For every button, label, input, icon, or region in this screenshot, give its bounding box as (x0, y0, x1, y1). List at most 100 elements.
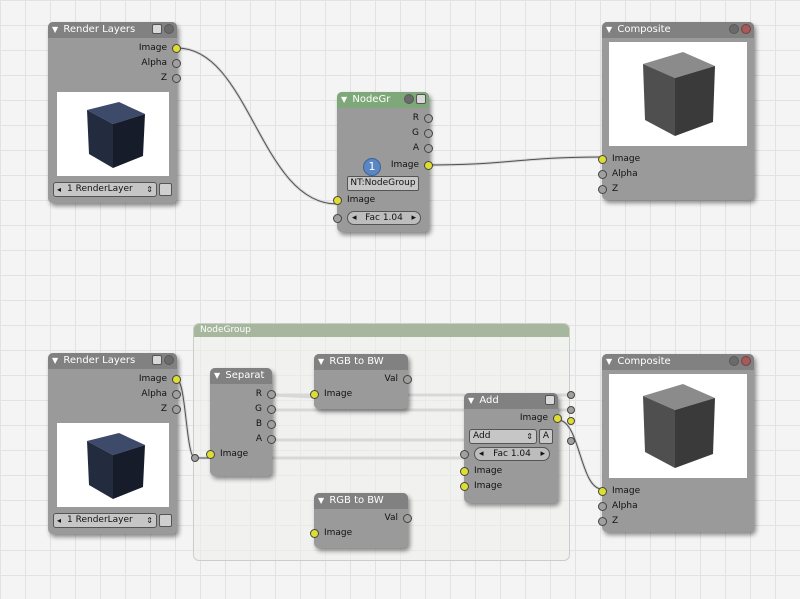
node-header[interactable]: ▼ Render Layers (48, 353, 177, 369)
top-nodegroup-node[interactable]: ▼ NodeGr R G A 1 Image NT:NodeGroup Imag… (333, 92, 433, 232)
input-alpha[interactable]: Alpha (598, 167, 754, 182)
group-output-socket-icon[interactable] (567, 437, 575, 445)
collapse-triangle-icon[interactable]: ▼ (606, 25, 613, 34)
render-icon[interactable] (159, 183, 172, 196)
group-tree-name-field[interactable]: NT:NodeGroup (347, 176, 419, 191)
composite-preview (609, 374, 747, 478)
collapse-triangle-icon[interactable]: ▼ (214, 371, 221, 380)
node-header[interactable]: ▼ RGB to BW (314, 354, 408, 370)
collapse-triangle-icon[interactable]: ▼ (468, 396, 475, 405)
close-icon[interactable] (741, 24, 751, 34)
input-image[interactable]: Image (310, 387, 408, 402)
rgb-to-bw-node-2[interactable]: ▼ RGB to BW Val Image (310, 493, 412, 548)
node-title: RGB to BW (329, 495, 384, 506)
options-icon[interactable] (404, 94, 414, 104)
use-alpha-button[interactable]: A (539, 429, 553, 444)
node-header[interactable]: ▼ Composite (602, 22, 754, 38)
options-icon[interactable] (729, 24, 739, 34)
node-header[interactable]: ▼ Render Layers (48, 22, 177, 38)
node-title: Composite (617, 24, 671, 35)
value-socket-icon (598, 185, 607, 194)
input-image[interactable]: Image (206, 447, 272, 462)
fac-slider[interactable]: ◂Fac 1.04▸ (474, 447, 550, 461)
top-render-layers-node[interactable]: ▼ Render Layers Image Alpha Z ◂1 RenderL… (48, 22, 181, 203)
node-header[interactable]: ▼ Composite (602, 354, 754, 370)
input-image-2[interactable]: Image (460, 479, 558, 494)
input-image[interactable]: Image (598, 484, 754, 499)
output-z[interactable]: Z (48, 71, 181, 86)
input-alpha[interactable]: Alpha (598, 499, 754, 514)
group-output-image-socket-icon[interactable] (567, 417, 575, 425)
collapse-triangle-icon[interactable]: ▼ (52, 356, 59, 365)
output-a[interactable]: A (337, 141, 433, 156)
output-a[interactable]: A (210, 432, 276, 447)
input-image-1[interactable]: Image (460, 464, 558, 479)
preview-toggle-icon[interactable] (152, 24, 162, 34)
fac-socket-icon[interactable] (333, 214, 342, 223)
render-preview (56, 423, 169, 507)
render-layer-select[interactable]: ◂1 RenderLayer⇕ (53, 513, 157, 528)
output-z[interactable]: Z (48, 402, 181, 417)
preview-toggle-icon[interactable] (545, 395, 555, 405)
collapse-triangle-icon[interactable]: ▼ (606, 357, 613, 366)
output-image[interactable]: Image (48, 41, 181, 56)
output-image[interactable]: Image (464, 411, 562, 426)
input-image[interactable]: Image (310, 526, 408, 541)
group-users-badge[interactable]: 1 (363, 158, 381, 176)
output-image[interactable]: Image (48, 372, 181, 387)
group-output-socket-icon[interactable] (567, 391, 575, 399)
preview-toggle-icon[interactable] (416, 94, 426, 104)
collapse-triangle-icon[interactable]: ▼ (318, 496, 325, 505)
bottom-composite-node[interactable]: ▼ Composite Image Alpha Z (598, 354, 754, 532)
image-socket-icon (310, 390, 319, 399)
rgb-to-bw-node-1[interactable]: ▼ RGB to BW Val Image (310, 354, 412, 409)
collapse-triangle-icon[interactable]: ▼ (52, 25, 59, 34)
value-socket-icon (267, 405, 276, 414)
close-icon[interactable] (741, 356, 751, 366)
output-g[interactable]: G (210, 402, 276, 417)
node-header[interactable]: ▼ NodeGr (337, 92, 429, 108)
bottom-render-layers-node[interactable]: ▼ Render Layers Image Alpha Z ◂1 RenderL… (48, 353, 181, 534)
group-output-socket-icon[interactable] (567, 406, 575, 414)
preview-toggle-icon[interactable] (152, 355, 162, 365)
input-z[interactable]: Z (598, 182, 754, 197)
node-header[interactable]: ▼ Add (464, 393, 558, 409)
image-socket-icon (460, 482, 469, 491)
mix-add-node[interactable]: ▼ Add Image Add⇕ A ◂Fac 1.04▸ Image Imag… (460, 393, 562, 503)
render-layer-select[interactable]: ◂1 RenderLayer⇕ (53, 182, 157, 197)
blend-mode-select[interactable]: Add⇕ (469, 429, 537, 444)
output-r[interactable]: R (337, 111, 433, 126)
separate-rgba-node[interactable]: ▼ Separat R G B A Image (206, 368, 276, 476)
options-icon[interactable] (729, 356, 739, 366)
group-input-socket-icon[interactable] (191, 454, 199, 462)
node-header[interactable]: ▼ Separat (210, 368, 272, 384)
output-r[interactable]: R (210, 387, 276, 402)
output-val[interactable]: Val (314, 372, 412, 387)
options-icon[interactable] (164, 355, 174, 365)
output-g[interactable]: G (337, 126, 433, 141)
collapse-triangle-icon[interactable]: ▼ (318, 357, 325, 366)
output-image[interactable]: Image (369, 158, 433, 173)
image-socket-icon (460, 467, 469, 476)
fac-slider[interactable]: ◂Fac 1.04▸ (347, 211, 421, 225)
image-socket-icon (424, 161, 433, 170)
output-alpha[interactable]: Alpha (48, 387, 181, 402)
value-socket-icon (424, 129, 433, 138)
node-header[interactable]: ▼ RGB to BW (314, 493, 408, 509)
collapse-triangle-icon[interactable]: ▼ (341, 95, 348, 104)
value-socket-icon (267, 390, 276, 399)
options-icon[interactable] (164, 24, 174, 34)
top-composite-node[interactable]: ▼ Composite Image Alpha Z (598, 22, 754, 200)
input-image[interactable]: Image (598, 152, 754, 167)
fac-socket-icon[interactable] (460, 450, 469, 459)
render-icon[interactable] (159, 514, 172, 527)
composite-preview (609, 42, 747, 146)
output-b[interactable]: B (210, 417, 276, 432)
output-alpha[interactable]: Alpha (48, 56, 181, 71)
node-title: Render Layers (63, 355, 136, 366)
value-socket-icon (172, 405, 181, 414)
input-image[interactable]: Image (333, 193, 429, 208)
output-val[interactable]: Val (314, 511, 412, 526)
image-socket-icon (333, 196, 342, 205)
input-z[interactable]: Z (598, 514, 754, 529)
